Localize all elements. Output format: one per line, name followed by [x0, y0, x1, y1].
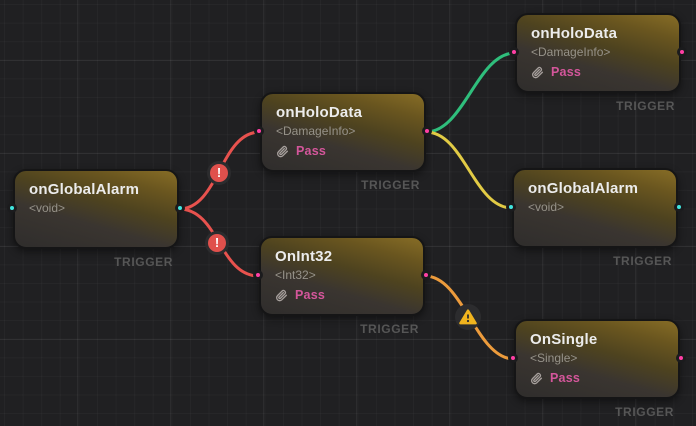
warning-triangle-icon — [459, 309, 477, 325]
node-onglobalalarm-right[interactable]: onGlobalAlarm <void> TRIGGER — [506, 168, 684, 268]
node-subtitle: <DamageInfo> — [276, 124, 356, 138]
trigger-badge: TRIGGER — [616, 99, 675, 113]
error-glyph: ! — [210, 164, 228, 182]
pass-row[interactable]: Pass — [530, 371, 580, 385]
node-onholodata-mid[interactable]: onHoloData <DamageInfo> Pass TRIGGER — [254, 92, 432, 192]
output-port[interactable] — [674, 202, 684, 212]
output-port[interactable] — [676, 353, 686, 363]
trigger-badge: TRIGGER — [114, 255, 173, 269]
node-onsingle[interactable]: OnSingle <Single> Pass TRIGGER — [508, 319, 686, 419]
node-subtitle: <Int32> — [275, 268, 316, 282]
trigger-badge: TRIGGER — [615, 405, 674, 419]
input-port[interactable] — [508, 353, 518, 363]
output-port[interactable] — [677, 47, 687, 57]
node-onholodata-top-right[interactable]: onHoloData <DamageInfo> Pass TRIGGER — [509, 13, 687, 113]
input-port[interactable] — [253, 270, 263, 280]
node-title: OnInt32 — [275, 248, 333, 265]
wire-green-to-onholodata[interactable] — [424, 51, 517, 134]
input-port[interactable] — [7, 203, 17, 213]
node-onglobalalarm-left[interactable]: onGlobalAlarm <void> TRIGGER — [7, 169, 185, 269]
trigger-badge: TRIGGER — [361, 178, 420, 192]
output-port[interactable] — [421, 270, 431, 280]
node-title: onHoloData — [531, 25, 618, 42]
node-title: onGlobalAlarm — [528, 180, 639, 197]
input-port[interactable] — [509, 47, 519, 57]
node-title: OnSingle — [530, 331, 598, 348]
pass-label: Pass — [551, 65, 581, 79]
input-port[interactable] — [254, 126, 264, 136]
output-port[interactable] — [175, 203, 185, 213]
paperclip-icon — [276, 289, 288, 301]
error-icon[interactable]: ! — [205, 231, 229, 255]
paperclip-icon — [277, 145, 289, 157]
output-port[interactable] — [422, 126, 432, 136]
input-port[interactable] — [506, 202, 516, 212]
pass-row[interactable]: Pass — [276, 144, 326, 158]
node-subtitle: <DamageInfo> — [531, 45, 611, 59]
node-title: onHoloData — [276, 104, 363, 121]
paperclip-icon — [531, 372, 543, 384]
wire-yellow-to-onglobalalarm[interactable] — [424, 130, 514, 210]
node-onint32[interactable]: OnInt32 <Int32> Pass TRIGGER — [253, 236, 431, 336]
error-glyph: ! — [208, 234, 226, 252]
warning-icon[interactable] — [455, 304, 481, 330]
trigger-badge: TRIGGER — [613, 254, 672, 268]
pass-row[interactable]: Pass — [531, 65, 581, 79]
error-icon[interactable]: ! — [207, 161, 231, 185]
pass-row[interactable]: Pass — [275, 288, 325, 302]
node-subtitle: <Single> — [530, 351, 578, 365]
paperclip-icon — [532, 66, 544, 78]
node-title: onGlobalAlarm — [29, 181, 140, 198]
pass-label: Pass — [295, 288, 325, 302]
pass-label: Pass — [296, 144, 326, 158]
trigger-badge: TRIGGER — [360, 322, 419, 336]
node-subtitle: <void> — [528, 200, 565, 214]
node-subtitle: <void> — [29, 201, 66, 215]
pass-label: Pass — [550, 371, 580, 385]
